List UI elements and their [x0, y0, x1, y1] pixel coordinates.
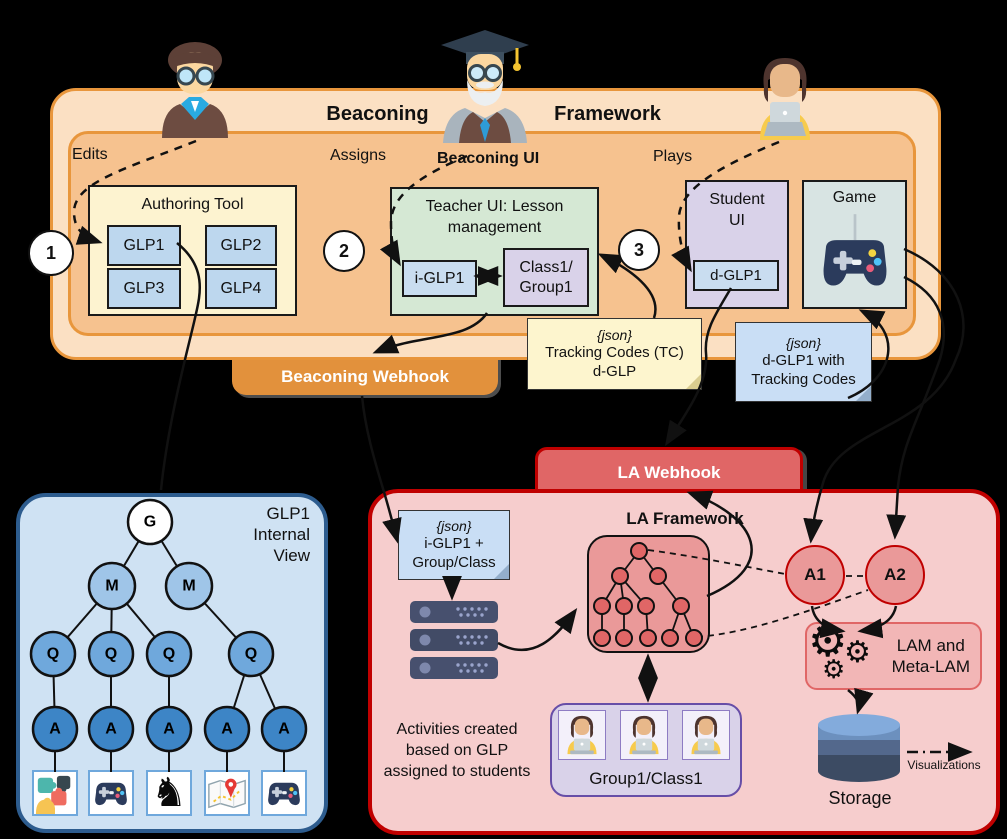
student-ui-title-line1: Student [709, 191, 765, 208]
activity-a1-node: A1 [785, 545, 845, 605]
gamepad-mini-icon [88, 770, 134, 816]
plays-label: Plays [653, 148, 693, 165]
author-avatar-icon [162, 42, 228, 138]
note-fold [856, 386, 871, 401]
glp1-chip: GLP1 [107, 225, 181, 266]
storage-label: Storage [828, 788, 892, 808]
beaconing-ui-label: Beaconing UI [437, 150, 540, 167]
title-beaconing: Beaconing [326, 103, 429, 125]
map-pin-icon [204, 770, 250, 816]
beaconing-webhook-label: Beaconing Webhook [281, 367, 449, 386]
lam-box: LAM and Meta-LAM [805, 622, 982, 690]
i-glp1-group-note: {json} i-GLP1 + Group/Class [398, 510, 510, 580]
activities-caption: Activities created based on GLP assigned… [383, 721, 531, 781]
gears-icon: ⚙ ⚙ ⚙ [808, 617, 871, 684]
tracking-codes-note: {json} Tracking Codes (TC) d-GLP [527, 318, 702, 390]
edits-label: Edits [72, 146, 108, 163]
la-webhook-label: LA Webhook [617, 463, 721, 482]
glp3-chip: GLP3 [107, 268, 181, 309]
teacher-avatar-icon [441, 30, 529, 143]
la-framework-label: LA Framework [626, 509, 744, 528]
student-group-icon [558, 710, 606, 760]
title-framework: Framework [554, 103, 661, 125]
storage-cylinder-icon [818, 714, 900, 782]
teacher-ui-title-line2: management [447, 218, 542, 236]
puzzle-icon [32, 770, 78, 816]
step-1-badge: 1 [28, 230, 74, 276]
chess-knight-icon: ♞ [146, 770, 192, 816]
glp1-internal-view-title: GLP1 Internal View [253, 504, 310, 565]
activity-a2-node: A2 [865, 545, 925, 605]
gamepad-mini-icon [261, 770, 307, 816]
d-glp1-chip: d-GLP1 [693, 260, 779, 291]
class-group-chip: Class1/ Group1 [503, 248, 589, 307]
game-title: Game [832, 189, 877, 206]
teacher-ui-title-line1: Teacher UI: Lesson [425, 198, 564, 215]
group-class-label: Group1/Class1 [589, 769, 703, 788]
visualizations-label: Visualizations [907, 758, 981, 772]
student-avatar-icon [760, 58, 810, 140]
i-glp1-chip: i-GLP1 [402, 260, 477, 297]
step-2-badge: 2 [323, 230, 365, 272]
authoring-tool-title: Authoring Tool [141, 196, 244, 213]
la-tree-box [587, 535, 710, 653]
server-stack-icon [410, 601, 498, 679]
d-glp1-note: {json} d-GLP1 with Tracking Codes [735, 322, 872, 402]
gamepad-icon [823, 214, 886, 286]
note-fold [494, 564, 509, 579]
glp2-chip: GLP2 [205, 225, 277, 266]
student-ui-title-line2: UI [729, 211, 745, 229]
step-3-badge: 3 [618, 229, 660, 271]
lam-label: LAM and Meta-LAM [891, 635, 970, 676]
glp4-chip: GLP4 [205, 268, 277, 309]
note-fold [686, 374, 701, 389]
student-group-icon [682, 710, 730, 760]
game-box: Game [802, 180, 907, 309]
student-group-icon [620, 710, 668, 760]
assigns-label: Assigns [330, 147, 387, 164]
